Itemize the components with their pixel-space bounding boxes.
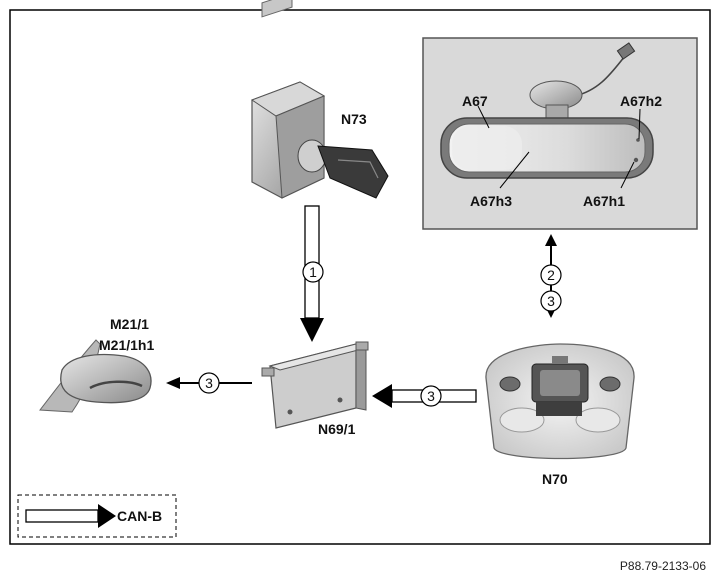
connection-1-number: 1 [309,264,317,280]
m21-1h1-label: M21/1h1 [99,337,154,353]
connection-3-number-left: 3 [205,375,213,391]
exterior-mirror: M21/1 M21/1h1 [39,316,154,413]
m21-1-label: M21/1 [110,316,149,332]
n69-1-label: N69/1 [318,421,356,437]
overhead-control-panel: N70 [485,343,635,487]
figure-reference: P88.79-2133-06 [620,559,706,573]
connection-3-arrow-n69-m21: 3 [166,372,252,394]
n70-label: N70 [542,471,568,487]
rearview-mirror-panel: A67 A67h2 A67h3 A67h1 [422,37,698,230]
legend-label: CAN-B [117,508,162,524]
exterior-mirror-icon [60,353,152,404]
connection-3-arrow-n70-n69: 3 [372,384,477,408]
legend: CAN-B [17,494,177,538]
connection-2-number: 2 [547,267,555,283]
a67h3-label: A67h3 [470,193,512,209]
connection-3-number-right: 3 [427,388,435,404]
connection-2-3-arrow: 2 3 [540,234,562,318]
connection-3-number-top: 3 [547,293,555,309]
n73-label: N73 [341,111,367,127]
connection-1-arrow: 1 [300,205,324,342]
a67h1-label: A67h1 [583,193,625,209]
a67-label: A67 [462,93,488,109]
ignition-switch: N73 [250,0,389,199]
a67h2-label: A67h2 [620,93,662,109]
door-control-module: N69/1 [261,341,369,437]
